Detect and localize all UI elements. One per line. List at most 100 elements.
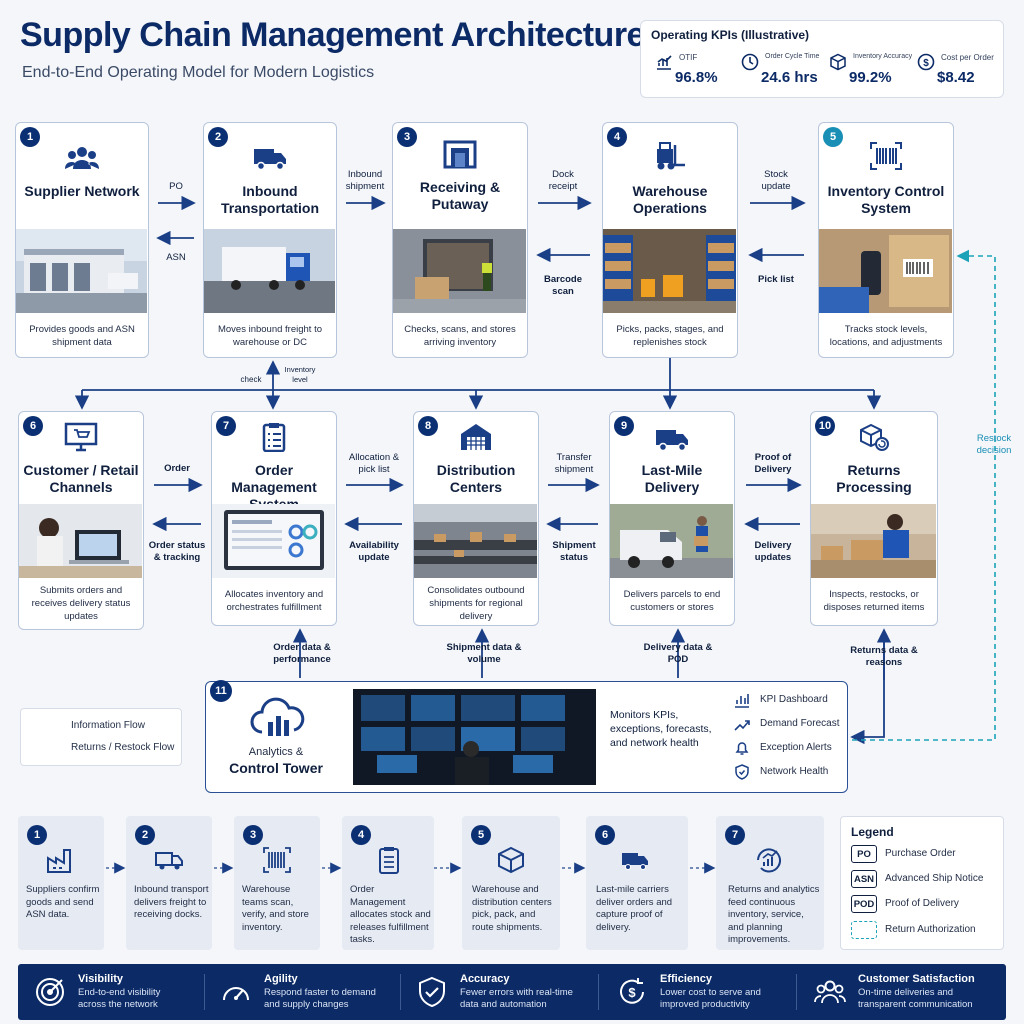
trend-icon [734,720,750,731]
card-inbound-transportation[interactable]: 2 Inbound Transportation Moves inbound f… [203,122,337,358]
delivery-truck-icon [656,430,688,452]
card-title: Returns Processing [836,462,912,495]
step-number: 4 [351,825,371,845]
tower-title-small: Analytics & [248,746,304,758]
svg-text:$: $ [628,985,636,1000]
card-inventory-control-system[interactable]: 5 Inventory Control System Tracks stock … [818,122,954,358]
legend-title: Legend [851,825,894,839]
legend-text: Proof of Delivery [885,898,959,909]
kpi-panel-title: Operating KPIs (Illustrative) [651,28,810,42]
benefits-bar: Visibility End-to-end visibility across … [18,964,1006,1020]
card-title: Distribution Centers [436,462,516,495]
step-text: Order Management allocates stock and rel… [350,884,431,945]
divider [796,974,797,1010]
step-text: Last-mile carriers deliver orders and ca… [596,884,673,933]
card-title: Inventory Control System [827,183,945,216]
step-number: 7 [216,416,236,436]
flow-label-pick-list: Pick list [758,274,794,285]
kpi-cycle-time: Order Cycle Time 24.6 hrs [741,49,829,93]
card-distribution-centers[interactable]: 8 Distribution Centers Consolidates outb… [413,411,539,626]
card-warehouse-operations[interactable]: 4 Warehouse Operations Picks, packs, sta… [602,122,738,358]
legend-dashed-box [851,921,877,939]
card-title: Warehouse Operations [632,183,708,216]
people-icon [65,147,99,169]
card-description: Tracks stock levels, locations, and adju… [829,324,943,348]
card-order-management-system[interactable]: 7 Order Management System Allocates inve… [211,411,337,626]
step-number: 10 [815,416,835,436]
monitor-cart-icon [64,422,98,452]
feature-network-health: Network Health [760,766,829,777]
summary-step: 3 Warehouse teams scan, verify, and stor… [234,816,320,950]
dollar-cycle-icon: $ [620,978,644,1004]
flow-label-dock-receipt: Dock receipt [548,169,578,192]
truck-icon [254,149,286,171]
flow-label-delivery-data: Delivery data & POD [643,642,713,665]
step-number: 9 [614,416,634,436]
card-title: Receiving & Putaway [419,179,501,212]
abbreviation-legend: Legend PO Purchase Order ASN Advanced Sh… [840,816,1004,950]
kpi-value: 99.2% [849,69,892,86]
step-number: 6 [595,825,615,845]
kpi-cost-per-order: $ Cost per Order $8.42 [917,49,1005,93]
flow-label-order: Order [164,463,190,474]
kpi-dashboard-icon [735,694,749,708]
kpi-value: 24.6 hrs [761,69,818,86]
chart-icon [657,55,672,70]
card-receiving-putaway[interactable]: 3 Receiving & Putaway Checks, scans, and… [392,122,528,358]
step-text: Warehouse teams scan, verify, and store … [242,884,309,933]
step-number: 5 [471,825,491,845]
return-box-icon [860,423,889,451]
legend-text: Return Authorization [885,924,976,935]
step-number: 4 [607,127,627,147]
card-title: Last-Mile Delivery [641,462,703,495]
divider [400,974,401,1010]
clipboard-icon [379,847,399,874]
page-title: Supply Chain Management Architecture [20,16,645,54]
card-title: Customer / Retail Channels [23,462,139,495]
customer-laptop-image [19,504,142,578]
card-description: Checks, scans, and stores arriving inven… [404,324,516,348]
box-icon [830,53,846,71]
step-number: 8 [418,416,438,436]
warehouse-racks-image [603,229,736,313]
summary-step: 5 Warehouse and distribution centers pic… [462,816,560,950]
step-number: 3 [397,127,417,147]
step-number: 2 [135,825,155,845]
tower-description: Monitors KPIs, exceptions, forecasts, an… [610,709,712,749]
benefit-agility: Agility Respond faster to demand and sup… [220,964,410,1020]
shield-icon [735,764,749,780]
card-returns-processing[interactable]: 10 Returns Processing Inspects, restocks… [810,411,938,626]
step-number: 11 [210,680,232,702]
legend-code-pod: POD [851,895,877,913]
kpi-panel: Operating KPIs (Illustrative) OTIF 96.8%… [640,20,1004,98]
page-subtitle: End-to-End Operating Model for Modern Lo… [22,64,375,81]
svg-text:$: $ [923,58,929,69]
shield-check-icon [419,976,445,1008]
flow-label-asn: ASN [166,252,186,263]
card-last-mile-delivery[interactable]: 9 Last-Mile Delivery Delivers parcels to… [609,411,735,626]
supplier-facility-image [16,229,147,313]
legend-text: Purchase Order [885,848,956,859]
dock-icon [443,140,477,169]
truck-icon [155,852,183,870]
card-supplier-network[interactable]: 1 Supplier Network Provides goods and AS… [15,122,149,358]
summary-step: 7 Returns and analytics feed continuous … [716,816,824,950]
legend-returns-flow: Returns / Restock Flow [71,742,175,753]
kpi-inventory-accuracy: Inventory Accuracy 99.2% [829,49,917,93]
kpi-value: $8.42 [937,69,975,86]
summary-step: 2 Inbound transport delivers freight to … [126,816,212,950]
flow-label-shipment-data: Shipment data & volume [446,642,522,665]
loading-dock-image [393,229,526,313]
truck-highway-image [204,229,335,313]
divider [598,974,599,1010]
flow-label-availability: Availability update [349,540,399,563]
analytics-control-tower[interactable]: 11 Analytics & Control Tower Monitors KP… [205,680,848,793]
step-number: 5 [823,127,843,147]
step-text: Inbound transport delivers freight to re… [134,884,209,920]
returns-inspection-image [811,504,936,578]
flow-label-barcode-scan: Barcode scan [543,274,582,297]
card-description: Delivers parcels to end customers or sto… [623,589,721,613]
summary-step: 6 Last-mile carriers deliver orders and … [586,816,688,950]
card-customer-retail-channels[interactable]: 6 Customer / Retail Channels Submits ord… [18,411,144,630]
